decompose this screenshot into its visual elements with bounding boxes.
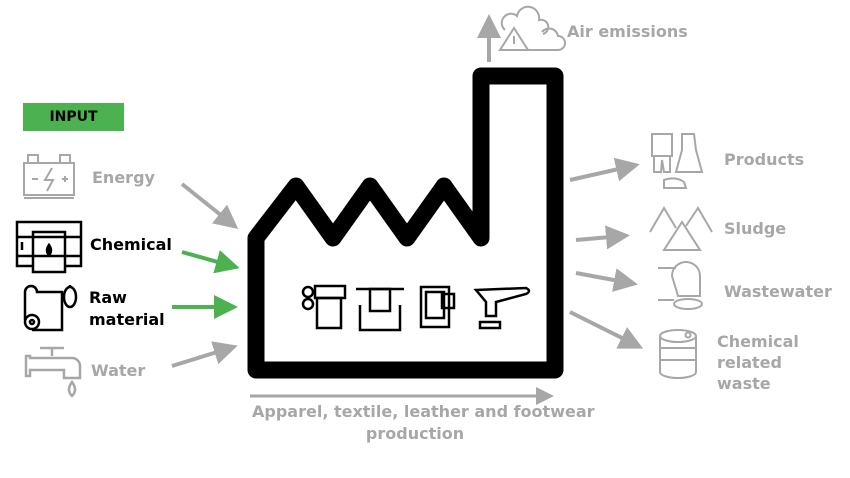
sludge-piles-icon [649,206,713,251]
arrow-chem-waste [569,310,644,349]
input-label-chemical: Chemical [90,235,172,254]
input-label-energy: Energy [92,168,155,187]
arrow-chemical [181,250,240,274]
arrow-energy [180,182,239,229]
textile-roller-icon [301,284,347,330]
shoe-last-icon [473,286,531,330]
output-label-sludge: Sludge [724,219,787,238]
factory-outline [247,67,564,379]
input-label-water: Water [91,361,146,380]
input-label-raw-material-2: material [89,310,165,329]
pipe-outflow-icon [658,261,703,310]
arrow-water [171,341,238,368]
faucet-icon [24,346,82,398]
output-label-chem-waste-2: related [717,353,782,372]
arrow-sludge [575,225,630,250]
input-badge: INPUT [23,103,124,131]
production-label-1: Apparel, textile, leather and footwear [252,402,595,421]
production-label-2: production [365,424,465,443]
output-label-air-emissions: Air emissions [567,22,688,41]
dyeing-bath-icon [356,287,404,332]
output-label-products: Products [724,150,805,169]
output-label-chem-waste-3: waste [717,374,771,393]
output-label-wastewater: Wastewater [724,282,832,301]
cloud-warning-icon [498,5,566,51]
arrow-wastewater [575,268,638,292]
battery-icon [23,154,75,199]
output-label-chem-waste-1: Chemical [717,332,799,351]
clothing-icon [651,133,704,189]
input-label-raw-material-1: Raw [89,288,127,307]
drum-icon [659,329,697,379]
arrow-products [569,157,640,182]
chemical-barrels-icon [15,220,83,274]
fabric-roll-icon [23,284,78,332]
screen-print-icon [419,285,456,329]
